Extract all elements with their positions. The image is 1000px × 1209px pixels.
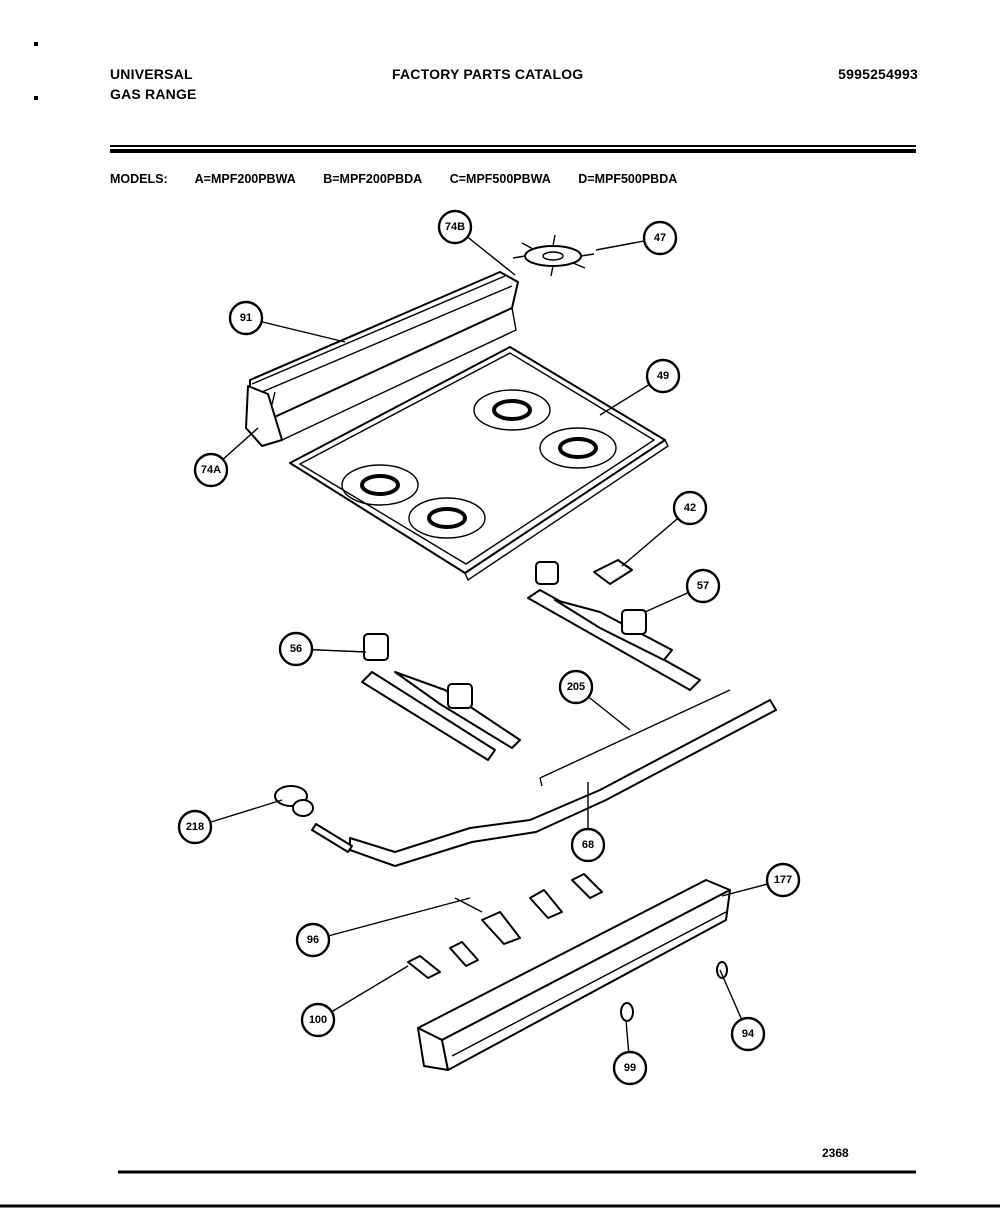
callout-circle <box>765 862 801 898</box>
part-callout: 74B <box>437 209 473 245</box>
leader-line <box>317 965 409 1021</box>
callout-label: 94 <box>742 1028 755 1040</box>
header-rule-bottom <box>110 149 916 153</box>
part-callout: 68 <box>570 827 606 863</box>
model-c: C=MPF500PBWA <box>449 172 551 186</box>
clip-part <box>593 559 633 585</box>
part-callout: 91 <box>228 300 264 336</box>
callout-circle <box>645 358 681 394</box>
callout-circle <box>300 1002 336 1038</box>
callout-label: 57 <box>697 580 709 592</box>
callout-circle <box>685 568 721 604</box>
callout-label: 100 <box>309 1014 327 1026</box>
callout-circle <box>228 300 264 336</box>
knob-part <box>716 961 728 979</box>
callout-label: 218 <box>186 821 204 833</box>
manifold-panel-part <box>417 879 731 1071</box>
callout-circle <box>612 1050 648 1086</box>
callout-label: 68 <box>582 839 594 851</box>
callout-label: 99 <box>624 1062 636 1074</box>
catalog-title: FACTORY PARTS CATALOG <box>392 66 584 82</box>
part-callout: 218 <box>177 809 213 845</box>
callout-label: 42 <box>684 502 696 514</box>
part-callout: 42 <box>672 490 708 526</box>
manifold-pipe-part <box>349 689 777 867</box>
pressure-regulator-part <box>274 785 353 853</box>
scan-mark <box>34 42 38 46</box>
callout-label: 74B <box>445 221 465 233</box>
models-line: MODELS: A=MPF200PBWA B=MPF200PBDA C=MPF5… <box>110 172 699 186</box>
part-callout: 99 <box>612 1050 648 1086</box>
brand-line-1: UNIVERSAL <box>110 66 193 82</box>
callout-label: 205 <box>567 681 585 693</box>
model-a: A=MPF200PBWA <box>194 172 296 186</box>
callout-circle <box>558 669 594 705</box>
part-callout: 74A <box>193 452 229 488</box>
callout-label: 96 <box>307 934 319 946</box>
part-callout: 49 <box>645 358 681 394</box>
gas-valve-part <box>407 873 603 979</box>
callout-circle <box>730 1016 766 1052</box>
part-callout: 47 <box>642 220 678 256</box>
callout-circle <box>642 220 678 256</box>
part-callout: 205 <box>558 669 594 705</box>
burner-assembly-right-part <box>527 561 701 691</box>
scan-mark <box>34 96 38 100</box>
header-rule-top <box>110 145 916 147</box>
models-label: MODELS: <box>110 172 168 186</box>
callout-label: 74A <box>201 464 221 476</box>
burner-assembly-left-part <box>361 633 521 761</box>
part-callout: 177 <box>765 862 801 898</box>
callout-label: 47 <box>654 232 666 244</box>
callout-label: 91 <box>240 312 252 324</box>
callout-circle <box>177 809 213 845</box>
part-callout: 94 <box>730 1016 766 1052</box>
part-callout: 96 <box>295 922 331 958</box>
knob-part <box>620 1002 634 1022</box>
callout-label: 177 <box>774 874 792 886</box>
callout-circle <box>278 631 314 667</box>
callout-circle <box>193 452 229 488</box>
part-callout: 100 <box>300 1002 336 1038</box>
brand-line-2: GAS RANGE <box>110 86 197 102</box>
callout-circle <box>672 490 708 526</box>
page-code: 2368 <box>822 1146 849 1160</box>
callout-label: 56 <box>290 643 302 655</box>
callout-label: 49 <box>657 370 669 382</box>
burner-grate-part <box>512 234 595 277</box>
catalog-part-number: 5995254993 <box>838 66 918 82</box>
callout-circle <box>295 922 331 958</box>
callout-circle <box>570 827 606 863</box>
model-b: B=MPF200PBDA <box>323 172 423 186</box>
callout-circle <box>437 209 473 245</box>
part-callout: 56 <box>278 631 314 667</box>
leader-line <box>312 897 471 941</box>
model-d: D=MPF500PBDA <box>578 172 678 186</box>
cooktop-part <box>289 346 669 582</box>
part-callout: 57 <box>685 568 721 604</box>
